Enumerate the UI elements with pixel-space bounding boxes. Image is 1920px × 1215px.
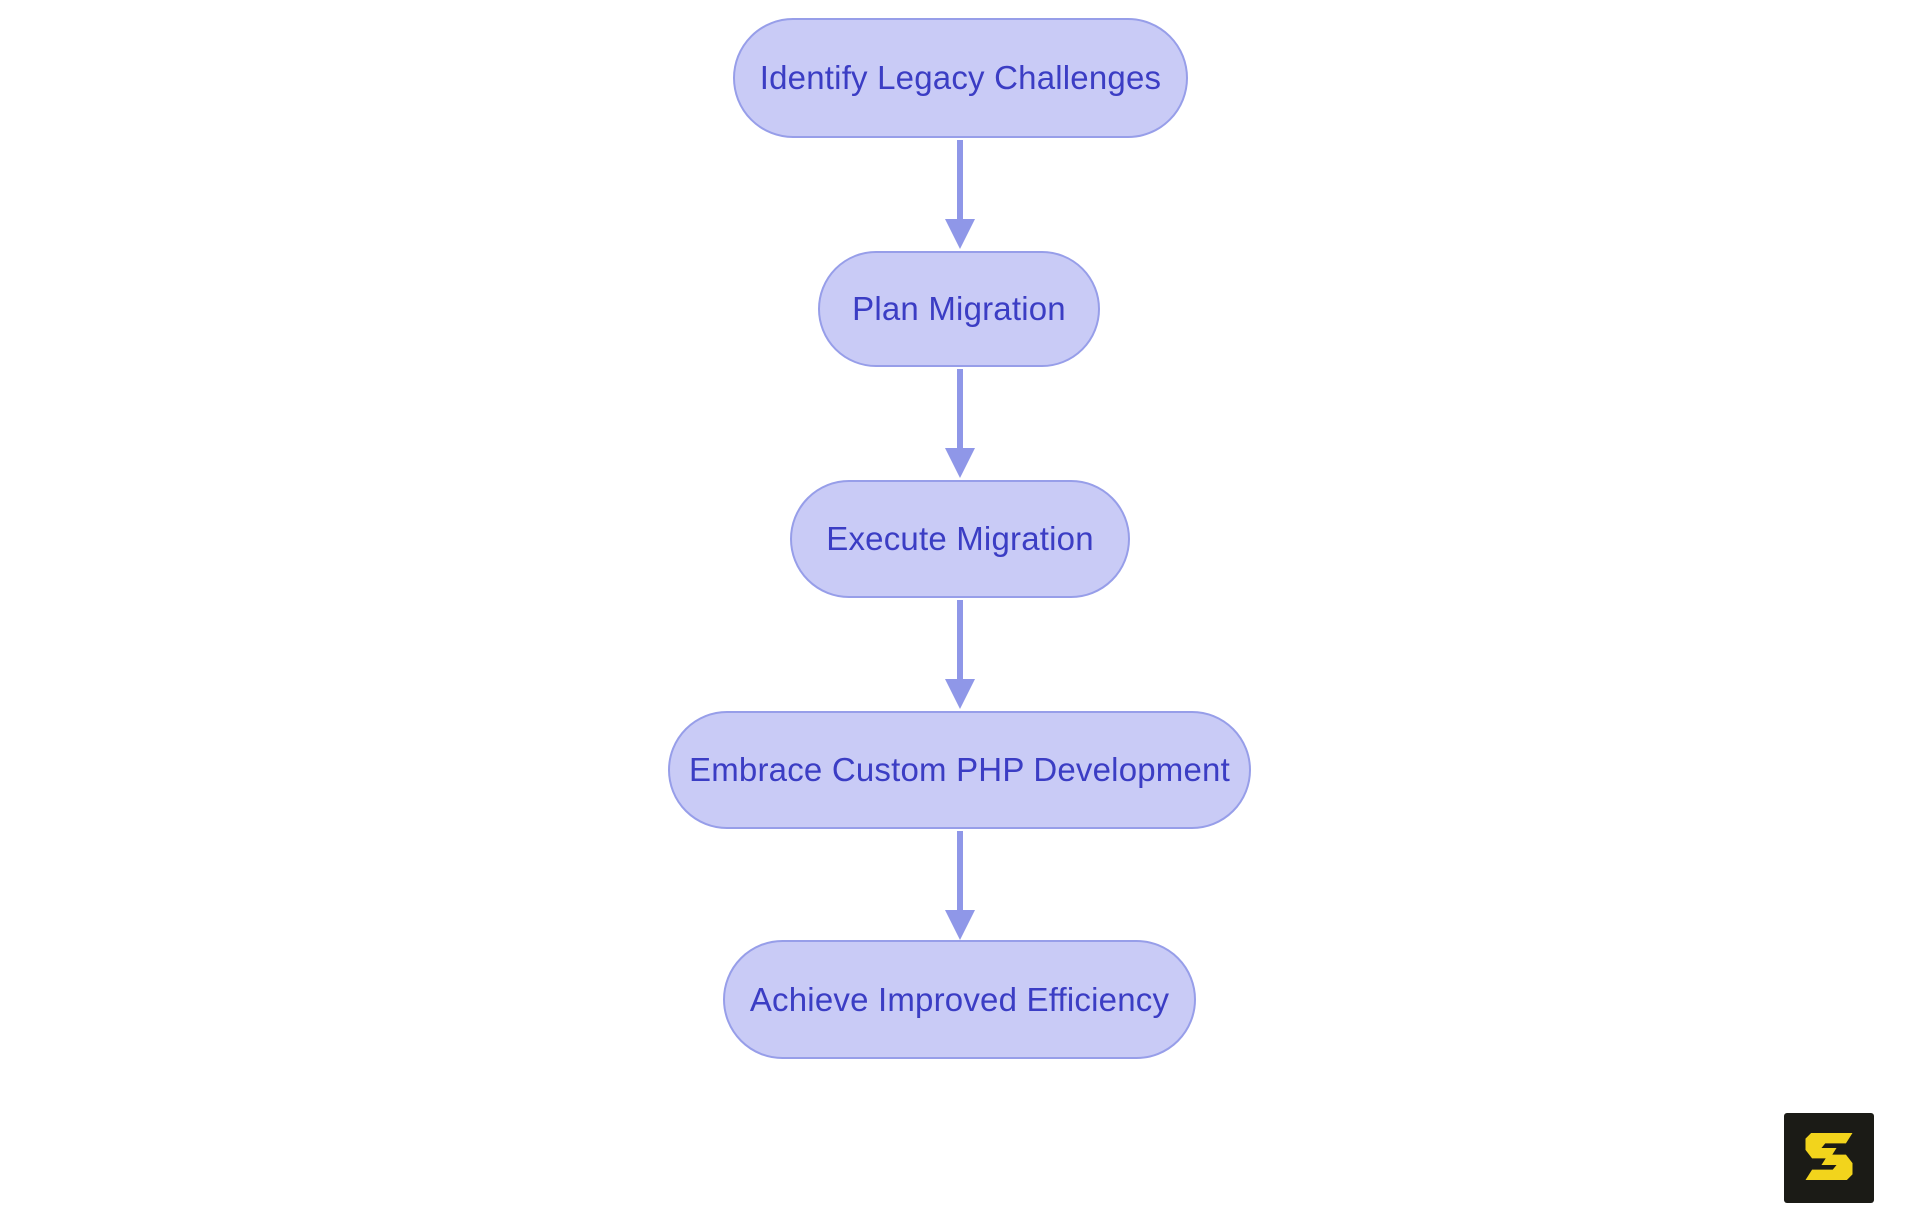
flow-node-plan-migration: Plan Migration: [818, 251, 1100, 367]
flow-arrow-n1-n2: [945, 140, 975, 249]
flow-node-label: Identify Legacy Challenges: [759, 59, 1162, 96]
flow-node-label: Achieve Improved Efficiency: [749, 980, 1170, 1018]
flow-node-embrace-custom-php-development: Embrace Custom PHP Development: [668, 711, 1251, 829]
flow-node-execute-migration: Execute Migration: [790, 480, 1130, 598]
angular-s-logo-icon: [1805, 1133, 1853, 1180]
flow-node-achieve-improved-efficiency: Achieve Improved Efficiency: [723, 940, 1196, 1059]
flow-arrow-n4-n5: [945, 831, 975, 940]
arrow-shaft: [957, 831, 963, 910]
flow-node-label: Execute Migration: [826, 520, 1094, 557]
flow-arrow-n2-n3: [945, 369, 975, 478]
arrow-shaft: [957, 600, 963, 679]
arrow-shaft: [957, 140, 963, 219]
flow-arrow-n3-n4: [945, 600, 975, 709]
arrow-head-down-icon: [945, 448, 975, 478]
arrow-head-down-icon: [945, 679, 975, 709]
arrow-shaft: [957, 369, 963, 448]
brand-logo: [1784, 1113, 1874, 1203]
flow-node-label: Plan Migration: [852, 290, 1066, 327]
flow-node-label: Embrace Custom PHP Development: [689, 751, 1230, 788]
arrow-head-down-icon: [945, 910, 975, 940]
arrow-head-down-icon: [945, 219, 975, 249]
flow-node-identify-legacy-challenges: Identify Legacy Challenges: [733, 18, 1188, 138]
